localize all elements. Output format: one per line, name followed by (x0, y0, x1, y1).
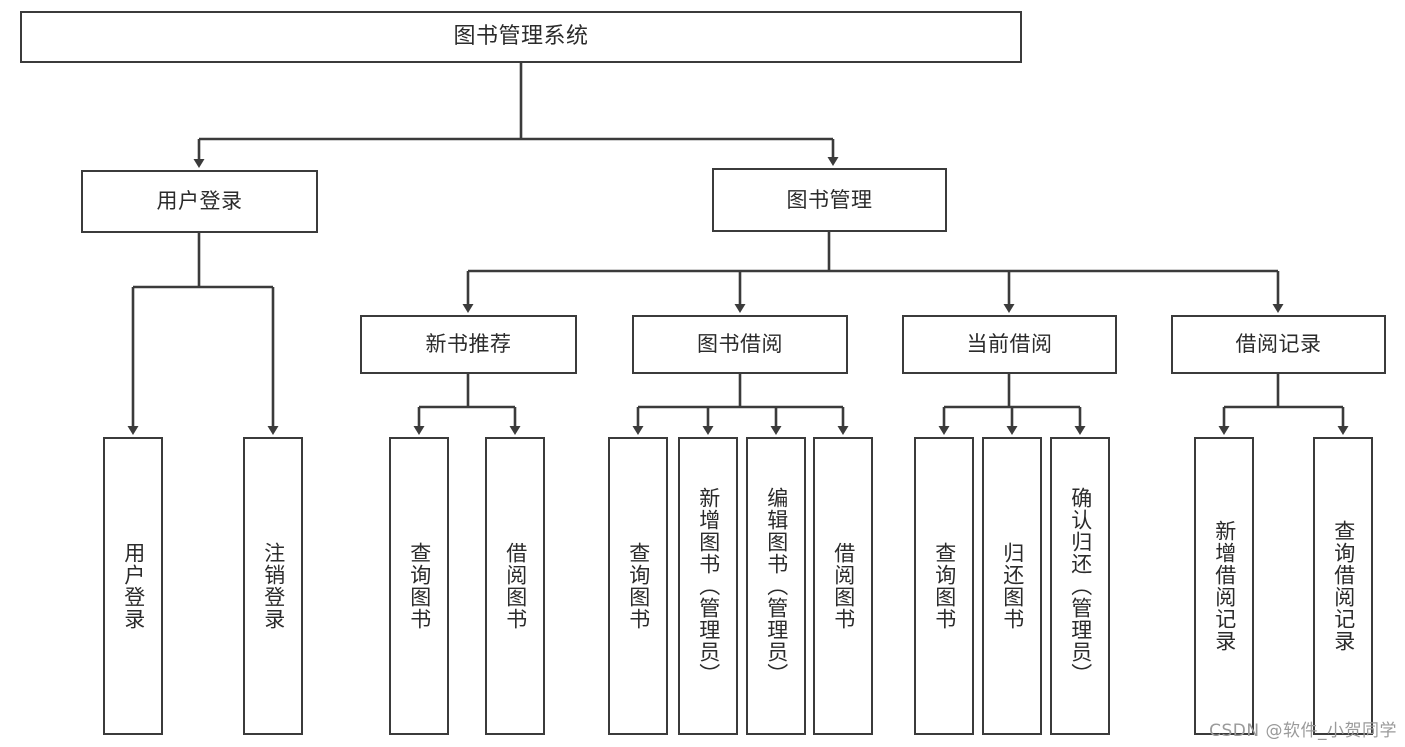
node-user-login[interactable]: 用户登录 (81, 170, 318, 233)
node-root-label: 图书管理系统 (453, 24, 589, 50)
leaf-logout[interactable]: 注销登录 (243, 437, 303, 735)
leaf-edit-book-admin[interactable]: 编辑图书（管理员） (746, 437, 806, 735)
node-book-management[interactable]: 图书管理 (712, 168, 947, 232)
leaf-confirm-return-admin[interactable]: 确认归还（管理员） (1050, 437, 1110, 735)
node-current-borrow[interactable]: 当前借阅 (902, 315, 1117, 374)
leaf-query-borrow-record[interactable]: 查询借阅记录 (1313, 437, 1373, 735)
node-new-book-recommend-label: 新书推荐 (425, 332, 512, 357)
leaf-edit-book-admin-label: 编辑图书（管理员） (764, 487, 788, 685)
node-borrow-record-label: 借阅记录 (1235, 332, 1322, 357)
leaf-logout-label: 注销登录 (261, 542, 285, 630)
leaf-add-borrow-record[interactable]: 新增借阅记录 (1194, 437, 1254, 735)
leaf-query-book-recommend-label: 查询图书 (407, 542, 431, 630)
watermark: CSDN @软件_小贺同学 (1209, 721, 1397, 741)
leaf-query-book-borrow-label: 查询图书 (626, 542, 650, 630)
node-book-borrow-label: 图书借阅 (697, 332, 783, 357)
node-borrow-record[interactable]: 借阅记录 (1171, 315, 1386, 374)
leaf-query-book-recommend[interactable]: 查询图书 (389, 437, 449, 735)
leaf-query-book-current-label: 查询图书 (932, 542, 956, 630)
node-user-login-label: 用户登录 (156, 189, 243, 214)
leaf-confirm-return-admin-label: 确认归还（管理员） (1068, 487, 1092, 685)
leaf-borrow-book-recommend[interactable]: 借阅图书 (485, 437, 545, 735)
leaf-query-borrow-record-label: 查询借阅记录 (1331, 520, 1355, 652)
node-book-management-label: 图书管理 (786, 187, 873, 212)
leaf-borrow-book-recommend-label: 借阅图书 (503, 542, 527, 630)
leaf-query-book-borrow[interactable]: 查询图书 (608, 437, 668, 735)
leaf-query-book-current[interactable]: 查询图书 (914, 437, 974, 735)
leaf-return-book-label: 归还图书 (1000, 542, 1024, 630)
leaf-add-book-admin-label: 新增图书（管理员） (696, 487, 720, 685)
leaf-return-book[interactable]: 归还图书 (982, 437, 1042, 735)
node-new-book-recommend[interactable]: 新书推荐 (360, 315, 577, 374)
leaf-borrow-book[interactable]: 借阅图书 (813, 437, 873, 735)
leaf-user-login[interactable]: 用户登录 (103, 437, 163, 735)
node-current-borrow-label: 当前借阅 (966, 332, 1053, 357)
leaf-add-book-admin[interactable]: 新增图书（管理员） (678, 437, 738, 735)
node-root[interactable]: 图书管理系统 (20, 11, 1022, 63)
leaf-user-login-label: 用户登录 (121, 542, 145, 630)
leaf-borrow-book-label: 借阅图书 (831, 542, 855, 630)
leaf-add-borrow-record-label: 新增借阅记录 (1212, 520, 1236, 652)
node-book-borrow[interactable]: 图书借阅 (632, 315, 848, 374)
